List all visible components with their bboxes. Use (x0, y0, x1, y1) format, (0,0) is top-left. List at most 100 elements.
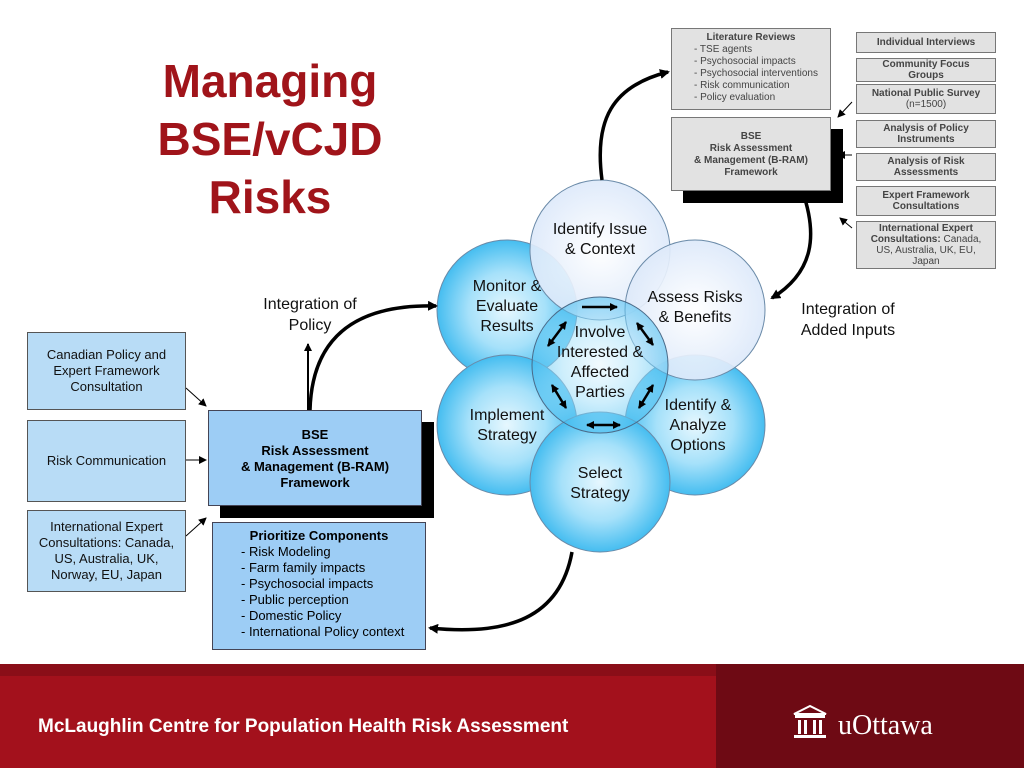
label-identify-issue-line-1: Identify Issue (552, 221, 648, 238)
literature-item: - Psychosocial impacts (694, 56, 796, 67)
label-involve-parties-line-2: Interested & (556, 344, 644, 361)
label-identify-options: Identify & Analyze Options (648, 396, 748, 456)
box-bram-framework-small: BSE Risk Assessment & Management (B-RAM)… (671, 117, 831, 191)
title-line-1: Managing (162, 55, 378, 107)
arrow-international-to-framework (185, 517, 207, 537)
label-select-strategy-line-1: Select (577, 465, 623, 482)
box-canadian-policy-line-3: Consultation (70, 379, 143, 394)
prioritize-item: - International Policy context (241, 624, 405, 639)
box-risk-communication: Risk Communication (27, 420, 186, 502)
arrow-canadian-to-framework (185, 387, 207, 407)
individual-interviews-label: Individual Interviews (876, 37, 976, 48)
university-building-icon (793, 704, 827, 738)
arrow-framework-to-assess (770, 189, 813, 300)
box-expert-framework-consultations: Expert Framework Consultations (856, 186, 996, 216)
literature-item: - Policy evaluation (694, 92, 776, 103)
national-survey-label: National Public Survey (871, 88, 981, 99)
intl-expert-line-1: International Expert (879, 223, 973, 234)
box-international-expert-consultations: International Expert Consultations: Cana… (856, 221, 996, 269)
box-individual-interviews: Individual Interviews (856, 32, 996, 53)
label-monitor-evaluate-line-1: Monitor & (472, 278, 542, 295)
arrow-center-assess (635, 322, 655, 346)
bram-framework-line-4: Framework (280, 475, 350, 490)
annotation-integration-policy: Integration of Policy (250, 294, 370, 336)
box-international-line-4: Norway, EU, Japan (50, 567, 163, 582)
expert-framework-line-2: Consultations (892, 201, 960, 212)
label-identify-issue: Identify Issue & Context (540, 220, 660, 260)
box-analysis-policy-instruments: Analysis of Policy Instruments (856, 120, 996, 148)
box-bram-framework: BSE Risk Assessment & Management (B-RAM)… (208, 410, 422, 506)
literature-item: - Risk communication (694, 80, 790, 91)
analysis-policy-line-1: Analysis of Policy (883, 123, 969, 134)
prioritize-item: - Public perception (241, 592, 349, 607)
footer-bar: McLaughlin Centre for Population Health … (0, 664, 1024, 768)
intl-expert-line-3: US, Australia, UK, EU, (876, 245, 976, 256)
label-monitor-evaluate-line-3: Results (480, 318, 534, 335)
label-implement-strategy-line-1: Implement (469, 407, 545, 424)
bram-small-line-2: Risk Assessment (709, 143, 793, 154)
national-survey-sample: (n=1500) (905, 99, 947, 110)
label-identify-issue-line-2: & Context (564, 241, 636, 258)
box-international-line-2: Consultations: Canada, (38, 535, 175, 550)
literature-item: - TSE agents (694, 44, 753, 55)
label-implement-strategy: Implement Strategy (457, 406, 557, 446)
box-canadian-policy-line-1: Canadian Policy and (46, 347, 167, 362)
slide-title: Managing BSE/vCJD Risks (110, 52, 430, 226)
bram-framework-line-2: Risk Assessment (261, 443, 369, 458)
arrow-center-monitor (547, 321, 567, 347)
box-analysis-risk-assessments: Analysis of Risk Assessments (856, 153, 996, 181)
box-prioritize-components: Prioritize Components - Risk Modeling - … (212, 522, 426, 650)
bram-small-line-1: BSE (740, 131, 762, 142)
literature-heading: Literature Reviews (706, 32, 796, 43)
arrow-center-options (637, 384, 655, 409)
intl-expert-country-1: Canada, (943, 234, 982, 245)
label-involve-parties-line-4: Parties (575, 384, 625, 401)
label-identify-options-line-2: Analyze (669, 417, 727, 434)
label-assess-risks-line-2: & Benefits (658, 309, 732, 326)
prioritize-heading: Prioritize Components (249, 528, 389, 543)
annotation-integration-inputs-line-1: Integration of (801, 301, 895, 318)
label-select-strategy-line-2: Strategy (570, 485, 630, 502)
box-international-line-1: International Expert (50, 519, 163, 534)
label-monitor-evaluate: Monitor & Evaluate Results (457, 277, 557, 337)
analysis-risk-line-2: Assessments (893, 167, 959, 178)
footer-logo-panel (716, 664, 1024, 768)
label-involve-parties-line-3: Affected (570, 364, 630, 381)
bram-framework-line-1: BSE (301, 427, 329, 442)
arrow-framework-to-monitor (308, 300, 438, 411)
box-canadian-policy: Canadian Policy and Expert Framework Con… (27, 332, 186, 410)
title-line-2: BSE/vCJD (157, 113, 383, 165)
title-line-3: Risks (208, 171, 332, 223)
arrow-select-to-prioritize (428, 551, 574, 634)
bram-small-line-4: Framework (724, 167, 778, 178)
arrow-issue-to-literature (598, 69, 670, 181)
label-assess-risks-line-1: Assess Risks (647, 289, 743, 306)
box-canadian-policy-line-2: Expert Framework (53, 363, 160, 378)
arrow-input-to-framework-3 (839, 217, 853, 229)
intl-expert-consultations-label: Consultations: (870, 234, 941, 245)
intl-expert-line-4: Japan (912, 256, 940, 267)
prioritize-item: - Farm family impacts (241, 560, 366, 575)
arrow-input-to-framework-1 (837, 101, 853, 118)
box-international-line-3: US, Australia, UK, (54, 551, 159, 566)
expert-framework-line-1: Expert Framework (882, 190, 970, 201)
analysis-policy-line-2: Instruments (897, 134, 955, 145)
community-focus-line-2: Groups (908, 70, 944, 81)
box-community-focus-groups: Community Focus Groups (856, 58, 996, 82)
box-risk-communication-line-1: Risk Communication (46, 453, 167, 468)
footer-centre-name: McLaughlin Centre for Population Health … (38, 716, 569, 737)
label-involve-parties-line-1: Involve (574, 324, 626, 341)
annotation-integration-policy-line-2: Policy (288, 317, 332, 334)
intl-expert-line-2: Consultations: Canada, (871, 234, 982, 245)
prioritize-item: - Domestic Policy (241, 608, 342, 623)
community-focus-line-1: Community Focus (882, 59, 970, 70)
annotation-integration-policy-line-1: Integration of (263, 296, 357, 313)
box-literature-reviews: Literature Reviews - TSE agents - Psycho… (671, 28, 831, 110)
box-international-expert: International Expert Consultations: Cana… (27, 510, 186, 592)
bram-small-line-3: & Management (B-RAM) (694, 155, 808, 166)
label-identify-options-line-1: Identify & (664, 397, 732, 414)
label-implement-strategy-line-2: Strategy (477, 427, 537, 444)
prioritize-item: - Risk Modeling (241, 544, 331, 559)
annotation-integration-inputs-line-2: Added Inputs (800, 322, 896, 339)
